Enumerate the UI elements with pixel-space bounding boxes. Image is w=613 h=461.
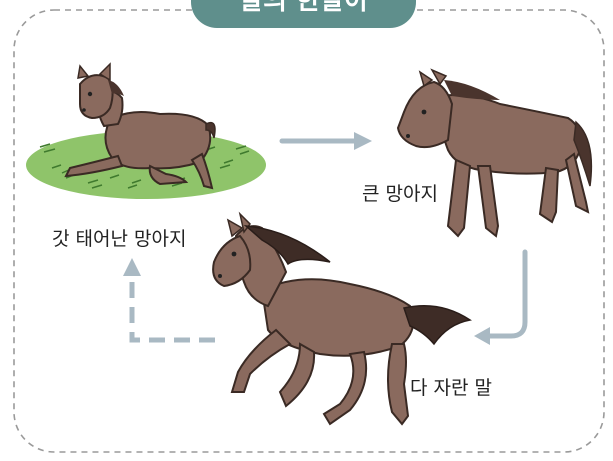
diagram-title: 말의 한살이 <box>239 0 368 16</box>
stage-label-young: 큰 망아지 <box>362 183 438 205</box>
adult-horse-illustration <box>212 211 472 426</box>
arrow-newborn-to-young <box>279 132 372 150</box>
young-foal-illustration <box>396 68 593 238</box>
stage-label-newborn: 갓 태어난 망아지 <box>52 228 187 250</box>
arrow-young-to-adult <box>474 249 528 345</box>
title-banner: 말의 한살이 <box>191 0 416 28</box>
newborn-foal-illustration <box>26 62 266 199</box>
arrow-adult-to-newborn <box>123 258 215 343</box>
stage-label-adult: 다 자란 말 <box>410 377 492 399</box>
